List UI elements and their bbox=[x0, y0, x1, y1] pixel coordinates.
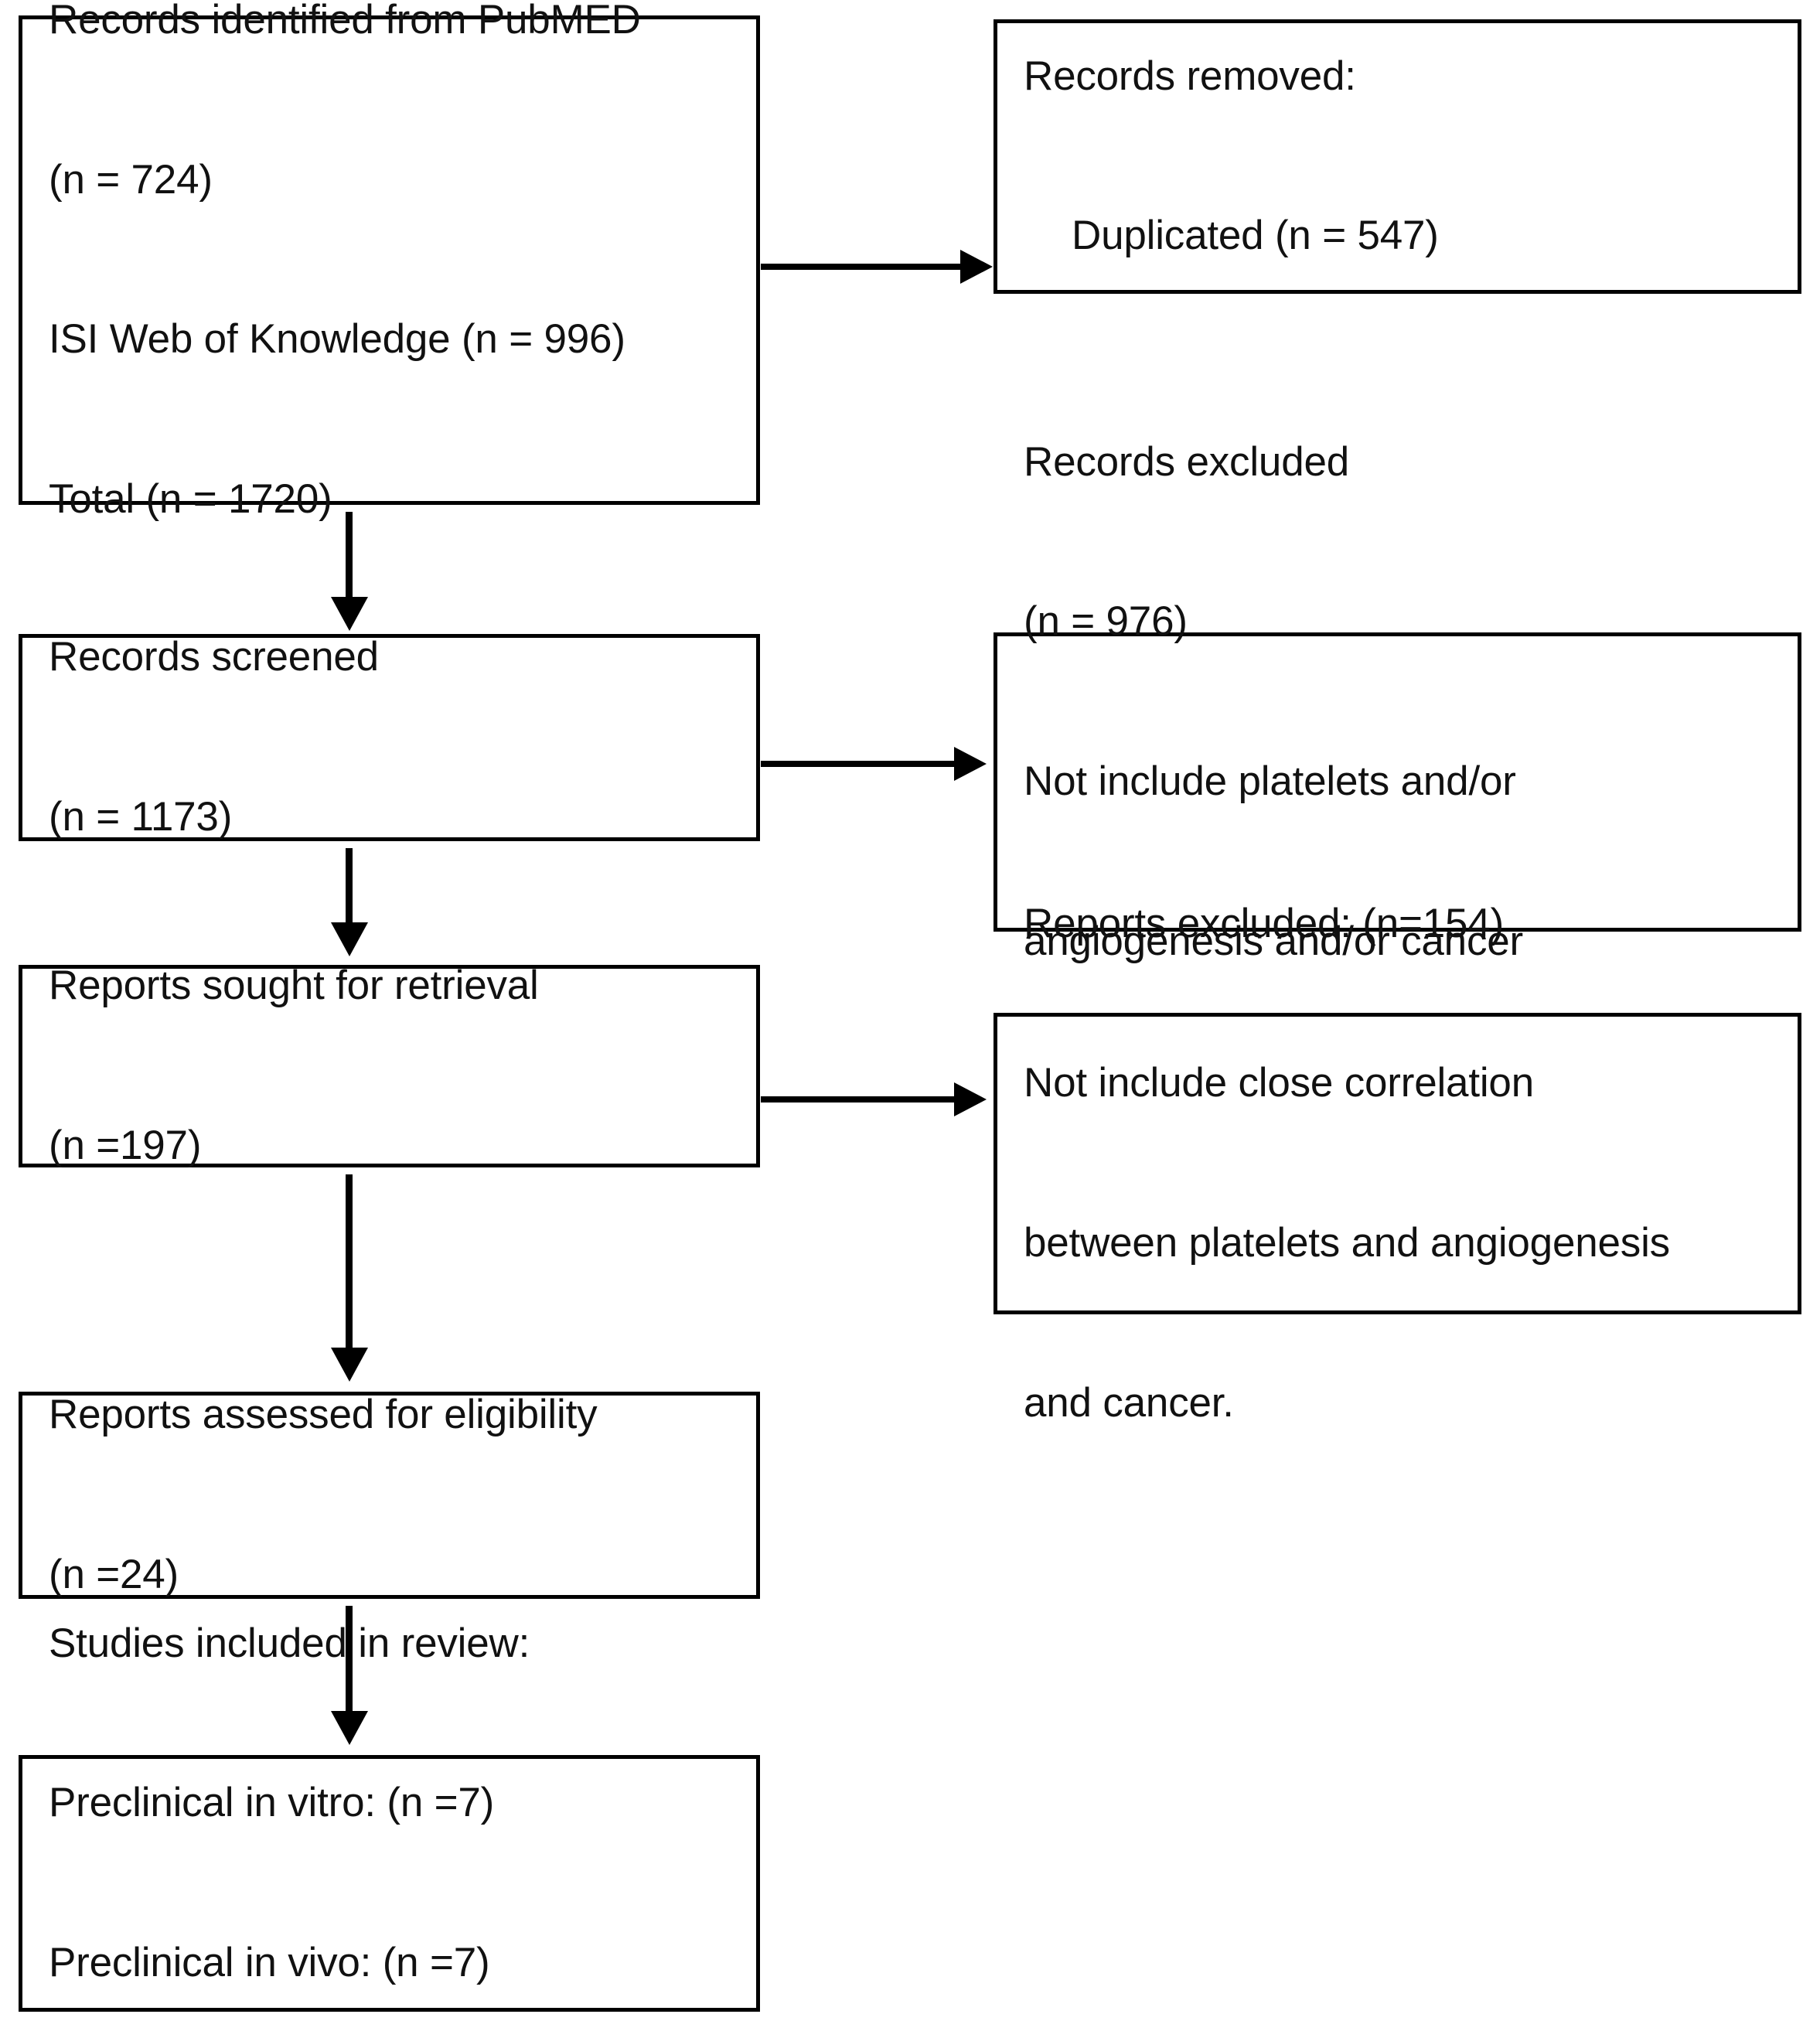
text-line: Records excluded bbox=[1024, 438, 1350, 485]
text-line: Reports assessed for eligibility bbox=[49, 1392, 598, 1438]
arrow-head-down-icon bbox=[331, 1711, 368, 1745]
arrow-shaft bbox=[346, 848, 353, 925]
node-reports-sought-text: Reports sought for retrieval (n =197) bbox=[22, 853, 756, 1279]
text-line: Duplicated (n = 547) bbox=[1072, 213, 1439, 259]
node-studies-included-text: Studies included in review: Preclinical … bbox=[22, 1511, 756, 2038]
text-line: (n = 1173) bbox=[49, 793, 233, 840]
text-line: and cancer. bbox=[1024, 1379, 1234, 1426]
arrow-shaft bbox=[761, 264, 968, 270]
arrow-head-down-icon bbox=[331, 922, 368, 956]
node-records-identified: Records identified from PubMED (n = 724)… bbox=[19, 0, 760, 522]
node-reports-excluded-text: Reports excluded: (n=154) Not include cl… bbox=[997, 791, 1798, 1536]
text-line: (n = 724) bbox=[49, 156, 213, 203]
text-line: Studies included in review: bbox=[49, 1620, 530, 1666]
text-line: Total (n = 1720) bbox=[49, 476, 332, 523]
node-records-removed: Records removed: Duplicated (n = 547) bbox=[994, 19, 1801, 294]
arrow-head-right-icon bbox=[954, 1082, 987, 1116]
text-line: Not include platelets and/or bbox=[1024, 758, 1516, 805]
node-records-screened-text: Records screened (n = 1173) bbox=[22, 524, 756, 950]
node-records-excluded: Records excluded (n = 976) Not include p… bbox=[994, 439, 1801, 1123]
arrow-shaft bbox=[761, 1096, 962, 1102]
node-reports-excluded: Reports excluded: (n=154) Not include cl… bbox=[994, 901, 1801, 1426]
arrow-shaft bbox=[346, 512, 353, 601]
text-line: (n =24) bbox=[49, 1551, 179, 1597]
text-line: Reports sought for retrieval bbox=[49, 963, 539, 1009]
text-line: Reports excluded: (n=154) bbox=[1024, 900, 1505, 946]
arrow-shaft bbox=[346, 1174, 353, 1351]
node-reports-assessed-text: Reports assessed for eligibility (n =24) bbox=[22, 1282, 756, 1708]
text-line: angiogenesis and/or cancer bbox=[1024, 918, 1523, 964]
arrow-head-right-icon bbox=[954, 747, 987, 781]
node-reports-sought: Reports sought for retrieval (n =197) bbox=[19, 963, 760, 1168]
arrow-shaft bbox=[346, 1606, 353, 1714]
text-line: Not include close correlation bbox=[1024, 1060, 1534, 1106]
text-line: Preclinical in vivo: (n =7) bbox=[49, 1939, 490, 1985]
text-line: (n =197) bbox=[49, 1122, 202, 1168]
text-line: (n = 976) bbox=[1024, 598, 1188, 645]
node-records-identified-text: Records identified from PubMED (n = 724)… bbox=[22, 0, 756, 633]
arrow-shaft bbox=[761, 761, 962, 767]
text-line: ISI Web of Knowledge (n = 996) bbox=[49, 316, 625, 363]
arrow-head-right-icon bbox=[960, 250, 993, 284]
text-line: Records screened bbox=[49, 634, 379, 680]
node-records-screened: Records screened (n = 1173) bbox=[19, 634, 760, 841]
text-line: Records identified from PubMED bbox=[49, 0, 641, 43]
node-records-removed-text: Records removed: Duplicated (n = 547) bbox=[997, 0, 1798, 370]
text-line: Records removed: bbox=[1024, 53, 1356, 99]
node-reports-assessed: Reports assessed for eligibility (n =24) bbox=[19, 1392, 760, 1599]
arrow-head-down-icon bbox=[331, 597, 368, 631]
arrow-head-down-icon bbox=[331, 1348, 368, 1382]
node-studies-included: Studies included in review: Preclinical … bbox=[19, 1621, 760, 2012]
text-line: between platelets and angiogenesis bbox=[1024, 1219, 1670, 1266]
text-line: Preclinical in vitro: (n =7) bbox=[49, 1780, 495, 1826]
